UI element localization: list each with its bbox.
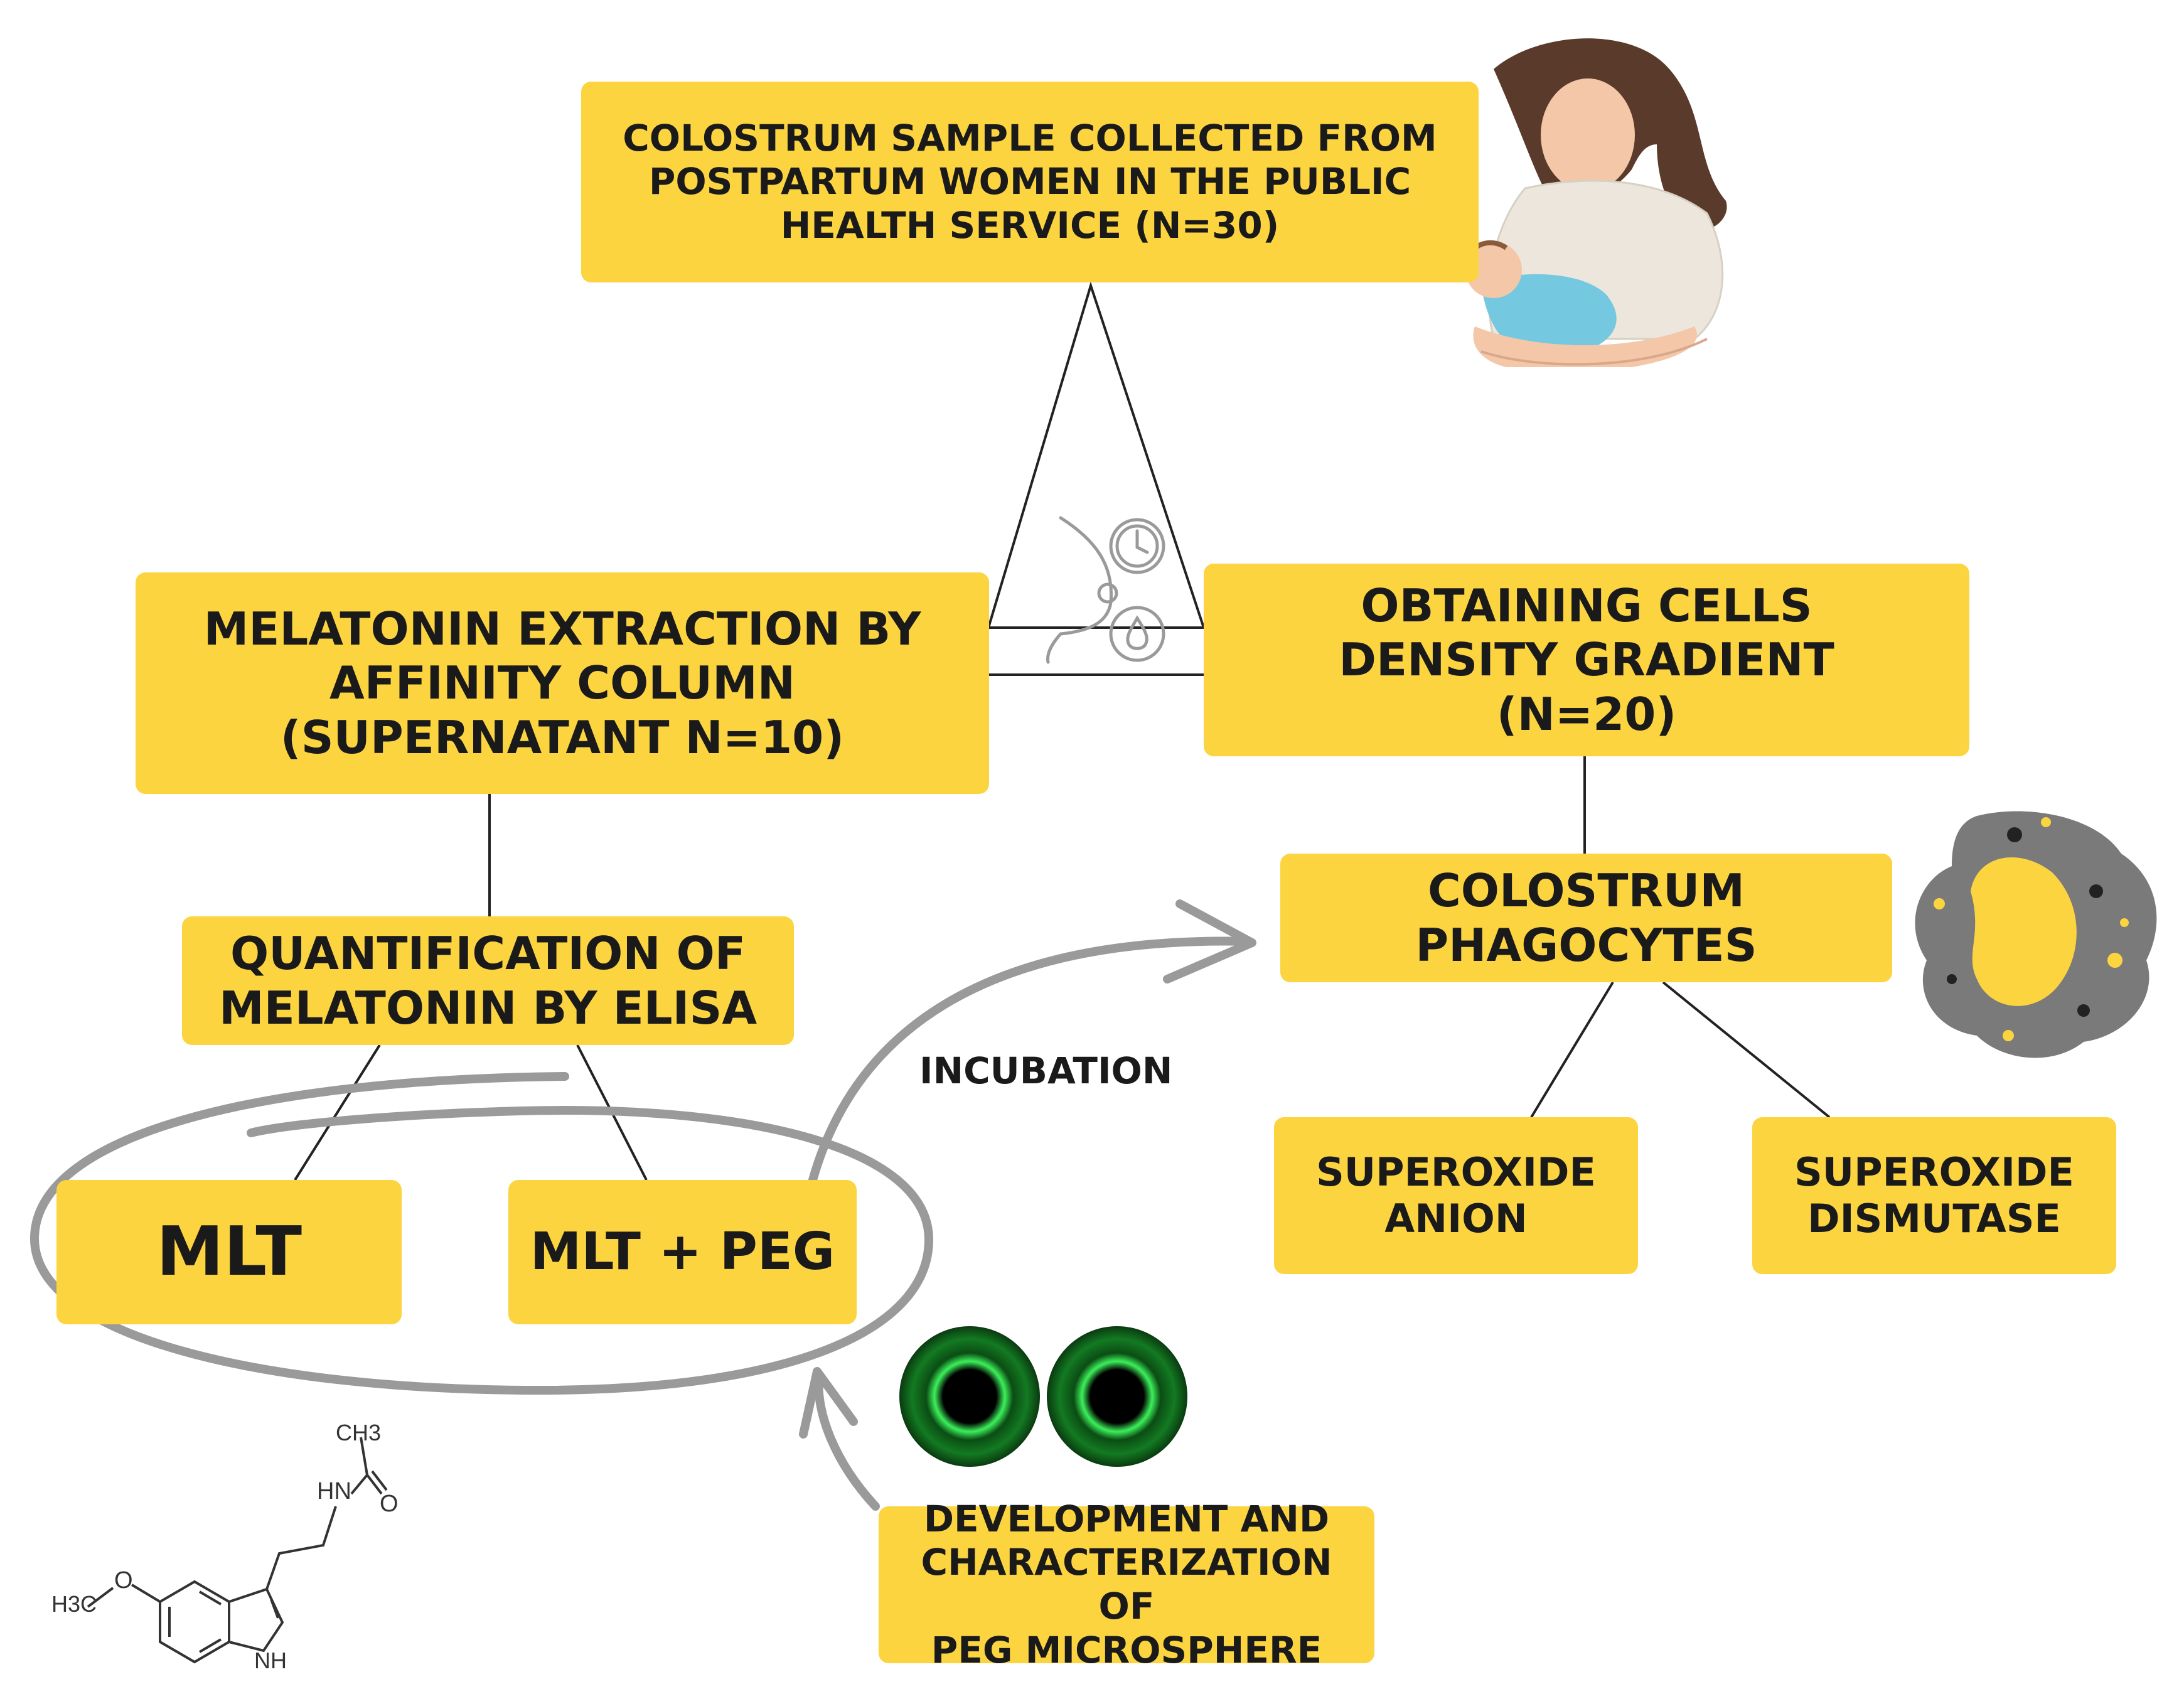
box-mlt-peg: MLT + PEG: [508, 1180, 857, 1324]
line-quantification-to-mlt: [294, 1044, 381, 1181]
peg-microspheres: [899, 1326, 1187, 1467]
breast-pump-icon: [1046, 516, 1165, 664]
phagocyte-cell-illustration: [1915, 811, 2157, 1058]
box-mlt: MLT: [56, 1180, 402, 1324]
chem-label-o-carbonyl: O: [380, 1491, 399, 1517]
mlt-group-loop: [29, 1072, 934, 1395]
incubation-label: INCUBATION: [919, 1049, 1173, 1092]
chem-label-nh: NH: [254, 1648, 287, 1673]
box-peg-microsphere: DEVELOPMENT AND CHARACTERIZATION OF PEG …: [879, 1498, 1374, 1671]
box-colostrum-sample: COLOSTRUM SAMPLE COLLECTED FROM POSTPART…: [581, 82, 1479, 282]
box-superoxide-dismutase: SUPEROXIDE DISMUTASE: [1752, 1117, 2116, 1274]
box-superoxide-anion: SUPEROXIDE ANION: [1274, 1117, 1638, 1274]
chem-label-hn: HN: [317, 1478, 351, 1504]
chem-label-ch3: CH3: [336, 1420, 382, 1445]
chem-label-h3c: H3C: [51, 1591, 97, 1617]
mother-breastfeeding-illustration: [1465, 38, 1727, 367]
microsphere-left: [899, 1326, 1040, 1467]
microsphere-right: [1047, 1326, 1187, 1467]
line-phagocytes-to-dismutase: [1662, 981, 1831, 1118]
chem-label-o-ether: O: [114, 1567, 133, 1594]
box-colostrum-phagocytes: COLOSTRUM PHAGOCYTES: [1280, 854, 1892, 982]
incubation-arrow: [808, 899, 1256, 1184]
line-phagocytes-to-anion: [1530, 981, 1614, 1118]
box-quantification: QUANTIFICATION OF MELATONIN BY ELISA: [182, 916, 794, 1045]
melatonin-structure: [87, 1437, 388, 1664]
box-melatonin-extraction: MELATONIN EXTRACTION BY AFFINITY COLUMN …: [136, 572, 989, 794]
split-triangle: [987, 281, 1206, 629]
microsphere-arrow: [799, 1367, 880, 1511]
box-obtaining-cells: OBTAINING CELLS DENSITY GRADIENT (N=20): [1204, 564, 1969, 756]
